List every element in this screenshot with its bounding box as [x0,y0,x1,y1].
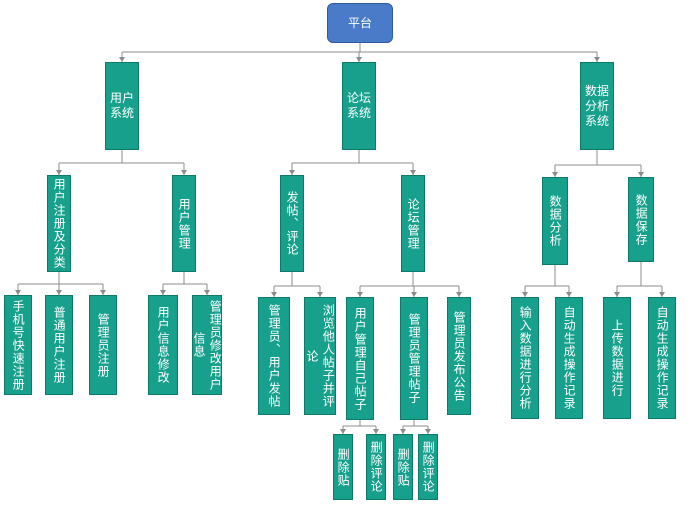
node-delete-post-a[interactable]: 删除贴 [333,434,353,500]
node-delete-comment-a-label: 删除评论 [369,441,384,493]
node-phone-register-label: 手机号快速注册 [11,299,26,391]
node-admin-edit-info-label: 管理员修改用户信息 [192,299,223,391]
node-admin-edit-info[interactable]: 管理员修改用户信息 [192,295,222,395]
node-delete-comment-b[interactable]: 删除评论 [418,434,438,500]
node-upload-data-label: 上传数据进行 [610,319,625,397]
node-edit-user-info[interactable]: 用户信息修改 [148,295,178,395]
node-input-analysis[interactable]: 输入数据进行分析 [511,297,539,419]
node-phone-register[interactable]: 手机号快速注册 [4,295,32,395]
node-post-by-admin-user[interactable]: 管理员、用户发帖 [258,297,290,415]
node-edit-user-info-label: 用户信息修改 [156,306,171,384]
connector-arrowhead [271,292,277,297]
connector-arrowhead [400,429,406,434]
node-upload-data[interactable]: 上传数据进行 [603,297,631,419]
node-data-save-label: 数据保存 [634,193,649,246]
node-user-manage[interactable]: 用户管理 [172,175,196,272]
node-data-save[interactable]: 数据保存 [628,177,654,262]
node-user-manage-posts[interactable]: 用户管理自己帖子 [346,297,374,420]
connector-arrowhead [411,292,417,297]
connector-arrowhead [204,290,210,295]
node-auto-record-a[interactable]: 自动生成操作记录 [555,297,583,419]
connector-arrowhead [552,172,558,177]
node-delete-post-a-label: 删除贴 [336,447,351,487]
node-auto-record-b[interactable]: 自动生成操作记录 [648,297,676,419]
node-input-analysis-label: 输入数据进行分析 [518,306,533,410]
node-admin-register[interactable]: 管理员注册 [89,295,117,395]
node-admin-manage-posts[interactable]: 管理员管理帖子 [400,297,428,420]
connector-arrowhead [317,292,323,297]
node-forum-system[interactable]: 论坛 系统 [342,62,376,150]
node-forum-system-label: 论坛 系统 [346,91,371,120]
node-admin-announce-label: 管理员发布公告 [452,310,467,402]
node-data-analysis-label: 数据分析 [548,195,563,247]
connector-arrowhead [594,57,600,62]
node-post-by-admin-user-label: 管理员、用户发帖 [267,304,282,408]
connector-arrowhead [356,57,362,62]
node-delete-comment-a[interactable]: 删除评论 [366,434,386,500]
connector-arrowhead [56,170,62,175]
node-user-system[interactable]: 用户 系统 [105,62,139,150]
node-delete-post-b[interactable]: 删除贴 [393,434,413,500]
node-data-system-label: 数据 分析 系统 [584,83,609,128]
node-data-analysis[interactable]: 数据分析 [542,177,568,265]
node-data-system[interactable]: 数据 分析 系统 [580,62,614,150]
connector-arrowhead [160,290,166,295]
connector-arrowhead [638,172,644,177]
node-normal-register-label: 普通用户注册 [52,306,67,384]
node-admin-manage-posts-label: 管理员管理帖子 [407,313,422,404]
connector-arrowhead [614,292,620,297]
connector-arrowhead [100,290,106,295]
node-forum-manage-label: 论坛管理 [406,197,421,250]
node-auto-record-b-label: 自动生成操作记录 [655,306,670,410]
node-post-comment-label: 发帖、评论 [285,191,300,256]
connector-arrowhead [373,429,379,434]
node-normal-register[interactable]: 普通用户注册 [45,295,73,395]
node-auto-record-a-label: 自动生成操作记录 [562,306,577,410]
node-platform[interactable]: 平台 [327,3,393,43]
node-forum-manage[interactable]: 论坛管理 [401,175,425,272]
node-browse-comment[interactable]: 浏览他人帖子并评论 [304,297,336,415]
node-user-register[interactable]: 用户注册及分类 [47,175,71,272]
connector-arrowhead [522,292,528,297]
connector-arrowhead [15,290,21,295]
connector-arrowhead [566,292,572,297]
connector-arrowhead [56,290,62,295]
node-user-register-label: 用户注册及分类 [52,178,67,269]
connector-arrowhead [357,292,363,297]
node-post-comment[interactable]: 发帖、评论 [280,175,304,272]
node-user-system-label: 用户 系统 [109,91,134,120]
node-admin-announce[interactable]: 管理员发布公告 [447,297,471,415]
connector-arrowhead [119,57,125,62]
connector-arrowhead [425,429,431,434]
connector-arrowhead [289,170,295,175]
connector-arrowhead [340,429,346,434]
connector-arrowhead [181,170,187,175]
connector-arrowhead [410,170,416,175]
node-admin-register-label: 管理员注册 [96,312,111,378]
connector-arrowhead [456,292,462,297]
node-delete-post-b-label: 删除贴 [396,447,411,487]
node-user-manage-label: 用户管理 [177,197,192,250]
node-platform-label: 平台 [347,15,372,30]
connector-arrowhead [659,292,665,297]
node-browse-comment-label: 浏览他人帖子并评论 [305,304,336,408]
node-delete-comment-b-label: 删除评论 [421,441,436,493]
node-user-manage-posts-label: 用户管理自己帖子 [353,306,368,411]
